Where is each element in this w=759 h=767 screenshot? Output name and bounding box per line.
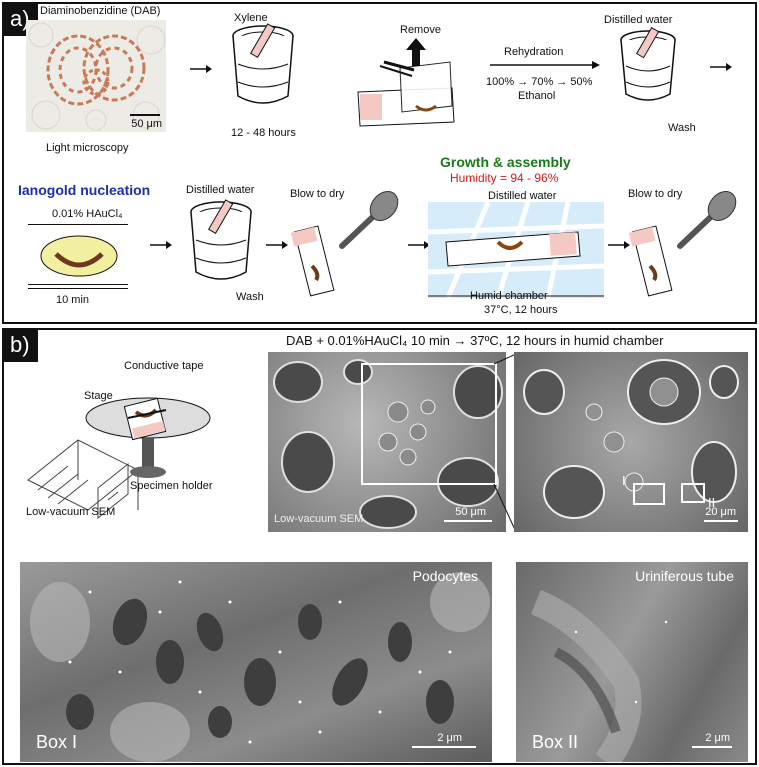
ethanol-steps-label: 100% → 70% → 50% xyxy=(486,76,593,88)
box-i-label: Box I xyxy=(36,732,78,752)
scale-bar xyxy=(704,520,738,522)
arrow-icon xyxy=(608,241,630,249)
humid-chamber-icon xyxy=(427,201,605,299)
blow-dry-label-1: Blow to dry xyxy=(290,188,345,200)
box-i xyxy=(633,483,665,505)
scale-bar xyxy=(130,114,160,116)
box-ii-label: Box II xyxy=(532,732,579,752)
divider xyxy=(28,284,128,285)
box-i-scale-label: 2 μm xyxy=(437,732,462,744)
box-ii-image: Uriniferous tube Box II 2 μm xyxy=(516,562,748,762)
box-ii-marker: II xyxy=(708,495,716,510)
blow-dry-label-2: Blow to dry xyxy=(628,188,683,200)
arrow-icon xyxy=(150,241,172,249)
distilled-water-label-2: Distilled water xyxy=(186,184,255,196)
low-vacuum-sem-label: Low-vacuum SEM xyxy=(26,506,116,518)
arrow-icon xyxy=(266,241,288,249)
panel-b-header: DAB + 0.01%HAuCl₄ 10 min → 37ºC, 12 hour… xyxy=(286,333,664,348)
arrow-icon xyxy=(190,65,212,73)
sem1-scale-label: 50 μm xyxy=(455,506,486,518)
sem1-label: Low-vacuum SEM xyxy=(274,513,364,525)
sem2-scale-label: 20 μm xyxy=(705,506,736,518)
gold-drop-icon xyxy=(40,235,118,277)
xylene-jar-icon xyxy=(232,23,294,104)
water-jar-icon xyxy=(190,199,252,280)
light-microscopy-label: Light microscopy xyxy=(46,142,129,154)
conductive-tape-label: Conductive tape xyxy=(124,360,204,372)
zoom-box xyxy=(361,363,497,485)
wash-label-2: Wash xyxy=(236,291,264,303)
panel-a: a) Diaminobenzidine (DAB) 50 μm Light mi… xyxy=(2,2,757,324)
arrow-icon xyxy=(408,241,430,249)
stage-label: Stage xyxy=(84,390,113,402)
sem-image-high-mag: I II 20 μm xyxy=(514,352,748,532)
panel-b-label: b) xyxy=(4,330,38,362)
specimen-holder-label: Specimen holder xyxy=(130,480,213,492)
scale-50um-label: 50 μm xyxy=(131,118,162,130)
haucl4-label: 0.01% HAuCl₄ xyxy=(52,208,123,220)
blow-dry-icon xyxy=(290,191,399,297)
arrow-icon xyxy=(710,63,732,71)
slide-removal-icon xyxy=(357,60,455,127)
box-ii-scale-label: 2 μm xyxy=(705,732,730,744)
sem-image-low-mag: Low-vacuum SEM 50 μm xyxy=(268,352,506,532)
scale-bar xyxy=(692,746,732,748)
humidity-label: Humidity = 94 - 96% xyxy=(450,171,559,185)
distilled-water-label-1: Distilled water xyxy=(604,14,673,26)
box-i-image: Podocytes Box I 2 μm xyxy=(20,562,492,762)
podocytes-label: Podocytes xyxy=(412,568,478,584)
sem-texture xyxy=(523,359,739,519)
humid-chamber-label: Humid chamber xyxy=(470,290,548,302)
dab-label: Diaminobenzidine (DAB) xyxy=(40,5,161,17)
sem-texture xyxy=(273,359,503,529)
dab-stain-drawing xyxy=(28,22,166,131)
divider xyxy=(28,288,128,289)
panel-b: b) DAB + 0.01%HAuCl₄ 10 min → 37ºC, 12 h… xyxy=(2,328,757,765)
sem-texture xyxy=(30,572,490,762)
humid-conditions-label: 37°C, 12 hours xyxy=(484,304,558,316)
nucleation-time-label: 10 min xyxy=(56,294,90,306)
light-microscopy-image: 50 μm xyxy=(26,20,166,132)
up-arrow-icon xyxy=(406,38,426,66)
water-jar-icon xyxy=(620,26,676,101)
rehydration-label: Rehydration xyxy=(504,46,564,58)
zoom-connector-lines xyxy=(493,353,517,533)
box-i-marker: I xyxy=(622,473,626,488)
ethanol-label: Ethanol xyxy=(518,90,556,102)
distilled-water-label-3: Distilled water xyxy=(488,190,557,202)
scale-bar xyxy=(444,520,492,522)
growth-title: Growth & assembly xyxy=(440,154,571,170)
wash-label-1: Wash xyxy=(668,122,696,134)
remove-label: Remove xyxy=(400,24,441,36)
divider xyxy=(28,224,128,225)
blow-dry-icon xyxy=(628,191,737,297)
rehydration-arrow-icon xyxy=(490,61,600,69)
sem-stage-diagram xyxy=(27,397,211,520)
scale-bar xyxy=(412,746,476,748)
xylene-time-label: 12 - 48 hours xyxy=(231,127,296,139)
xylene-label: Xylene xyxy=(234,12,268,24)
sem-texture xyxy=(530,589,668,762)
box-ii xyxy=(681,483,705,503)
uriniferous-label: Uriniferous tube xyxy=(635,568,734,584)
nucleation-title: Ianogold nucleation xyxy=(18,182,151,198)
